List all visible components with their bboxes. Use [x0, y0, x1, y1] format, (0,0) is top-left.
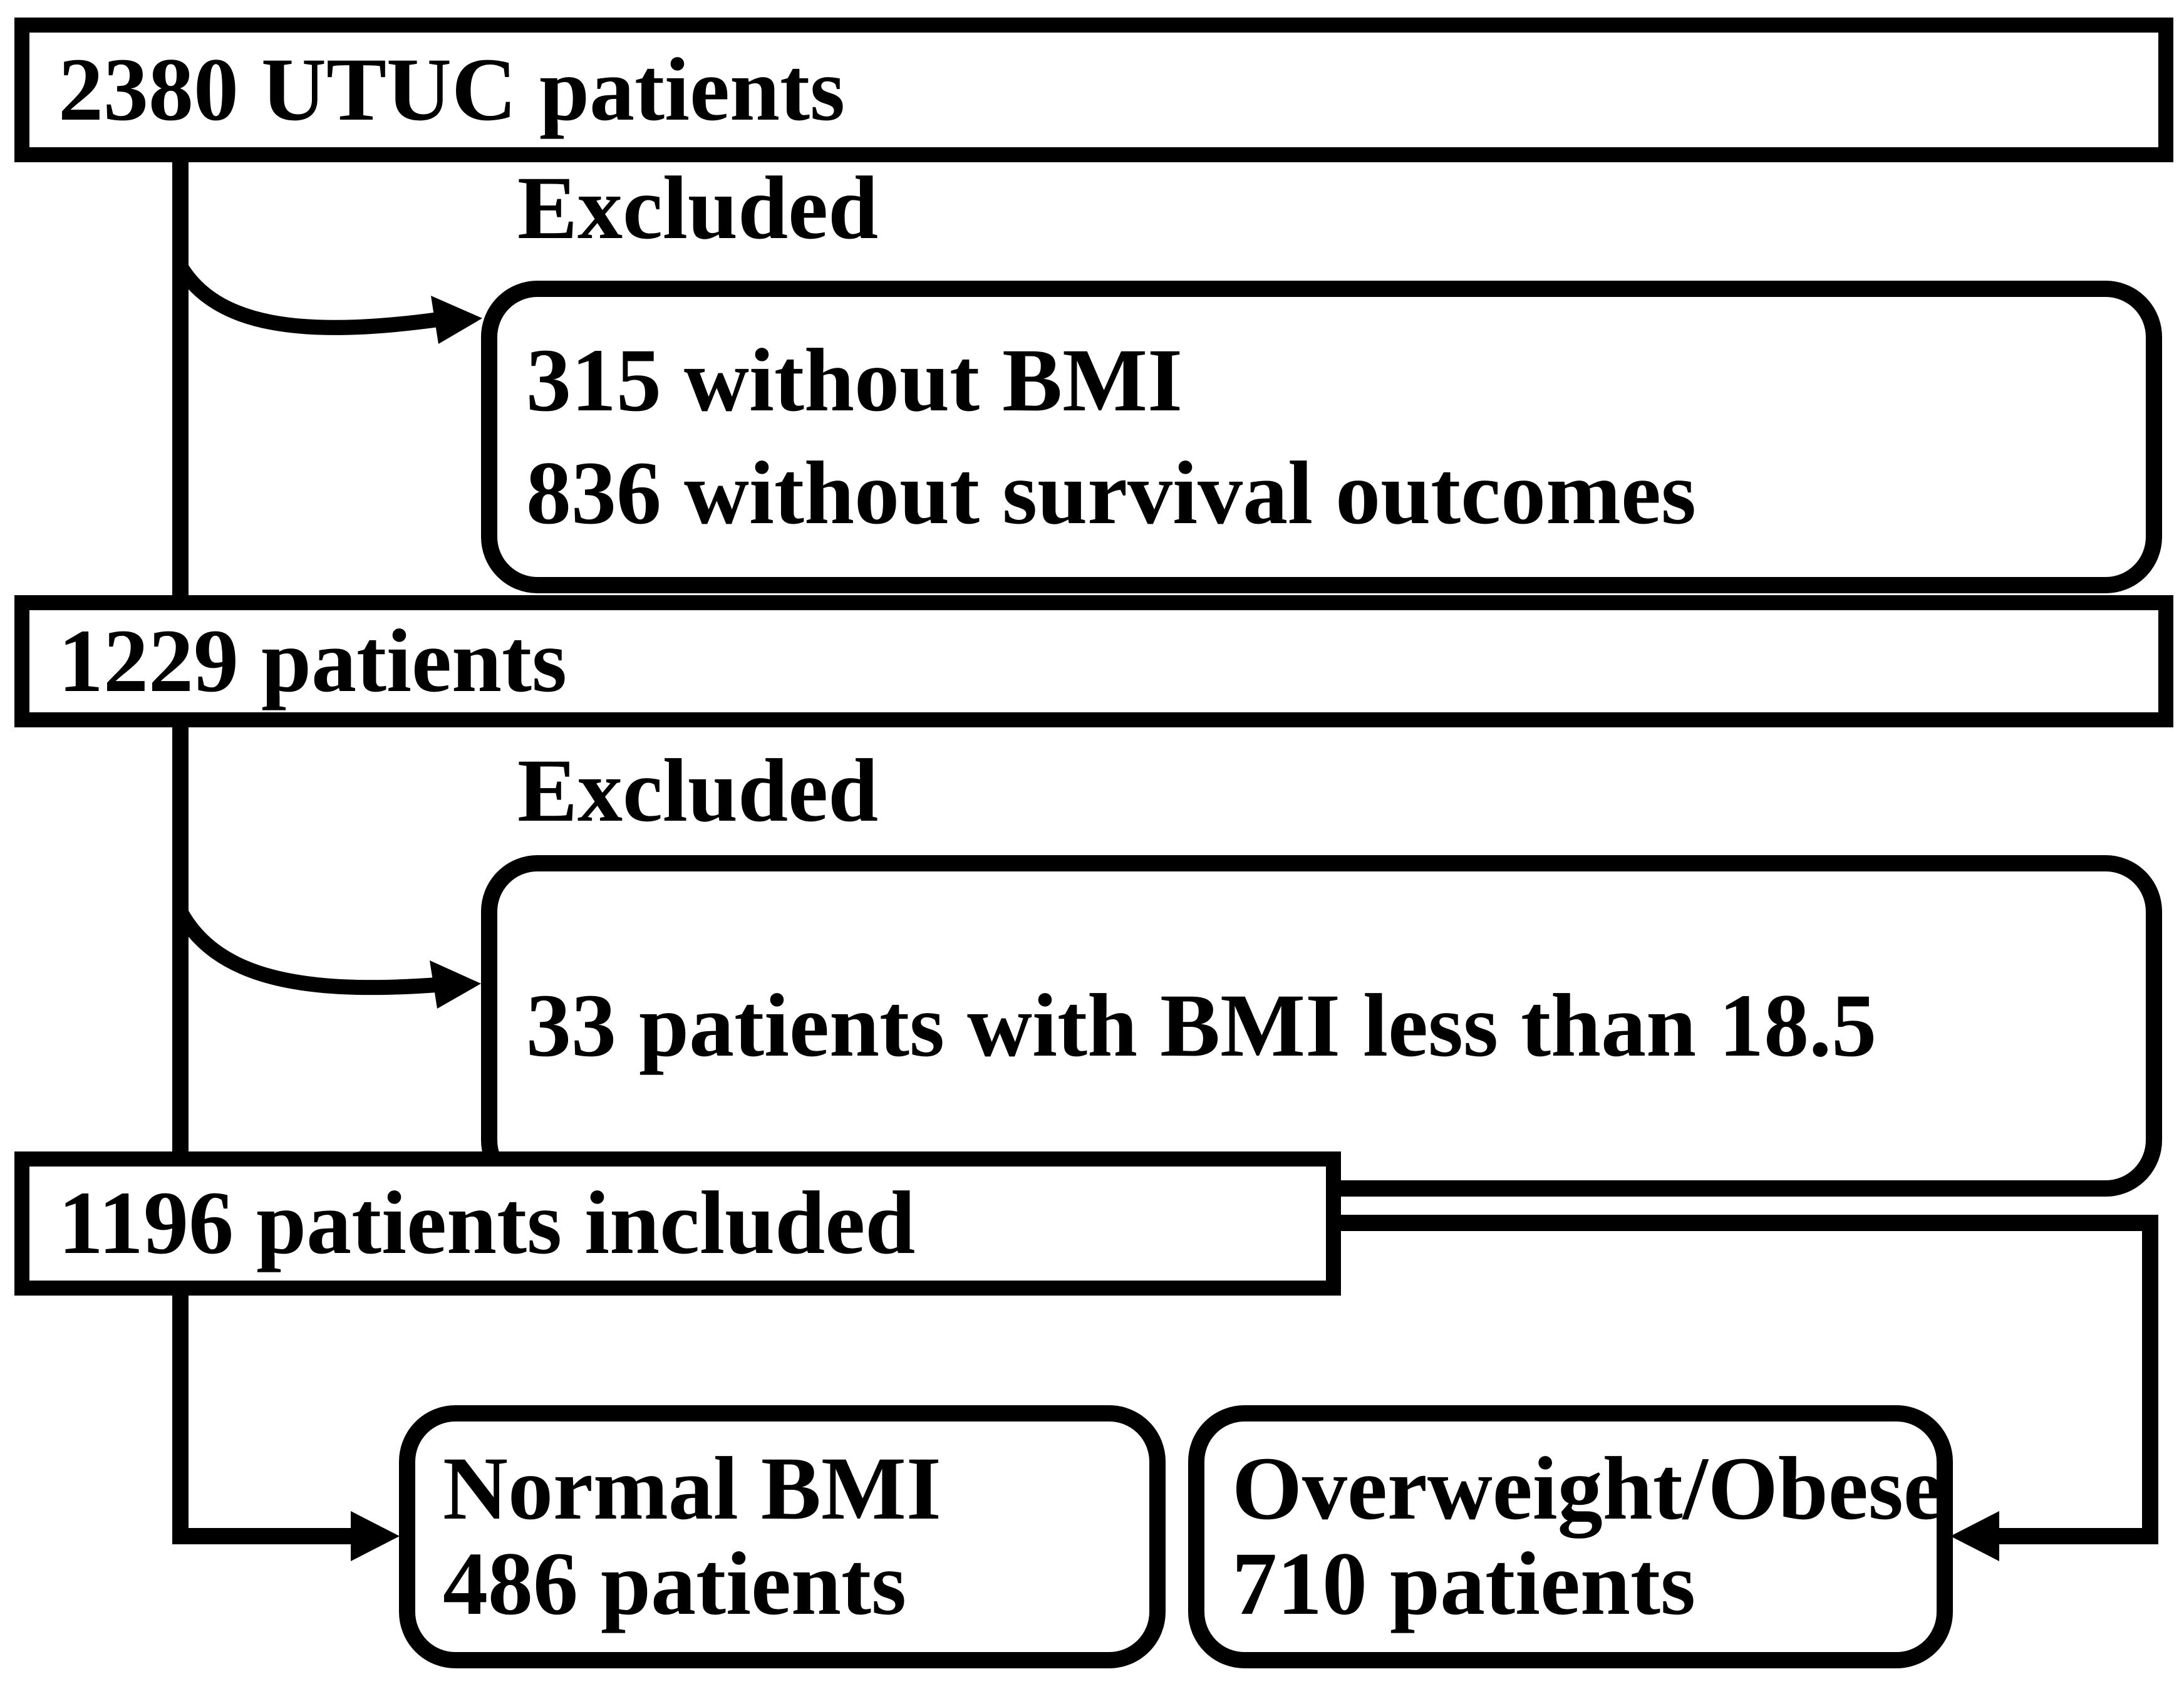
- node-1229-patients: 1229 patients: [14, 595, 2173, 727]
- node-included-patients: 1196 patients included: [14, 1151, 1341, 1296]
- normal-bmi-count: 486 patients: [443, 1534, 907, 1634]
- excluded2-heading: Excluded: [517, 741, 879, 841]
- node-1229-patients-label: 1229 patients: [58, 611, 567, 711]
- node-overweight-obese: Overweight/Obese 710 patients: [1188, 1405, 1953, 1668]
- overweight-obese-title: Overweight/Obese: [1232, 1439, 1943, 1539]
- connector-excluded1: [173, 262, 440, 335]
- node-excluded2: 33 patients with BMI less than 18.5: [481, 855, 2162, 1197]
- excluded2-line-low-bmi: 33 patients with BMI less than 18.5: [526, 975, 1877, 1076]
- node-excluded1: 315 without BMI 836 without survival out…: [481, 281, 2162, 593]
- connector-excluded2: [173, 908, 438, 995]
- node-normal-bmi: Normal BMI 486 patients: [399, 1405, 1166, 1668]
- normal-bmi-title: Normal BMI: [443, 1439, 941, 1539]
- arrowhead-excluded1: [431, 296, 482, 344]
- arrowhead-normal-bmi: [351, 1511, 400, 1561]
- arrowhead-overweight: [1950, 1511, 1999, 1561]
- node-included-patients-label: 1196 patients included: [58, 1173, 916, 1274]
- excluded1-heading: Excluded: [517, 159, 879, 258]
- node-total-patients: 2380 UTUC patients: [14, 18, 2173, 162]
- connector-trunk: [172, 162, 351, 1544]
- connector-overweight: [1338, 1215, 2158, 1544]
- node-total-patients-label: 2380 UTUC patients: [58, 39, 846, 140]
- excluded1-line-without-bmi: 315 without BMI: [526, 330, 1183, 430]
- excluded1-line-without-survival: 836 without survival outcomes: [526, 443, 1696, 543]
- arrowhead-excluded2: [430, 960, 481, 1009]
- overweight-obese-count: 710 patients: [1232, 1534, 1696, 1634]
